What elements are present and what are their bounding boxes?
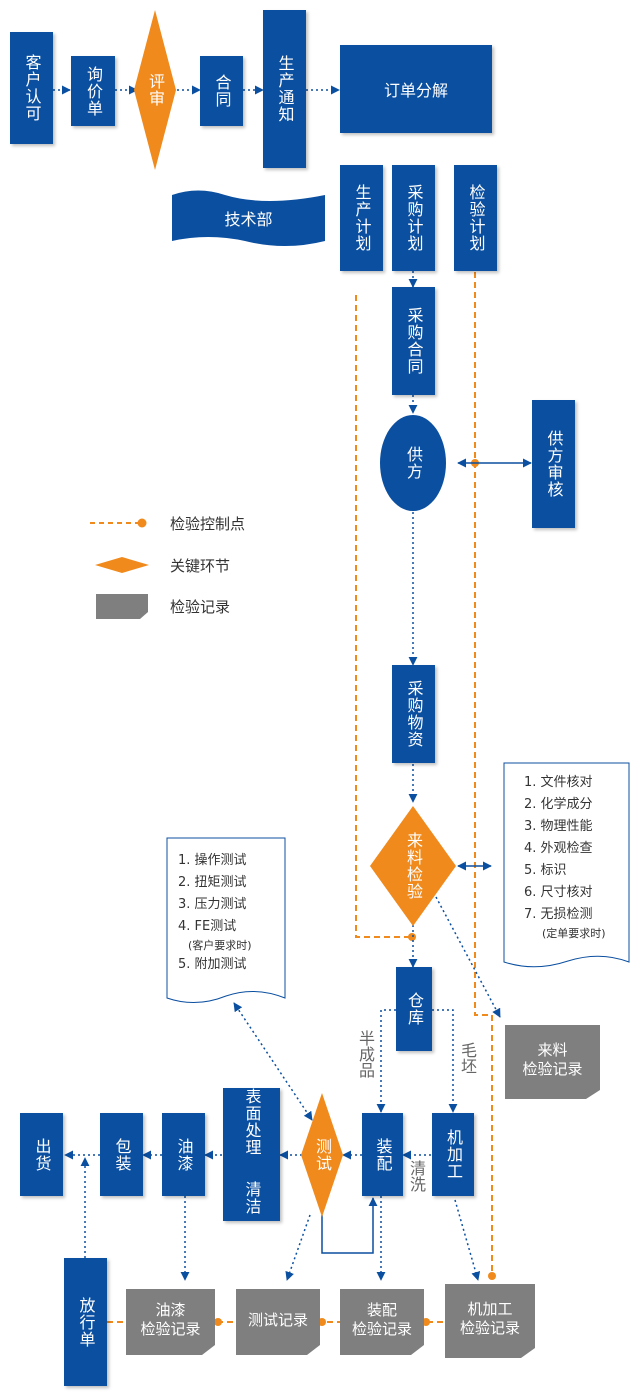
flow-arrows <box>53 85 501 1281</box>
production-notice-label: 生产通知 <box>275 55 295 123</box>
incoming-item-4: 4. 外观检查 <box>524 841 593 856</box>
test-item-1: 1. 操作测试 <box>178 853 247 868</box>
customer-approval-box: 客户认可 <box>10 32 53 144</box>
arrow-warehouse-machining <box>432 1009 458 1113</box>
control-point-painting-record <box>214 1318 222 1326</box>
purchase-contract-box: 采购合同 <box>392 287 435 395</box>
incoming-items-list: 1. 文件核对 2. 化学成分 3. 物理性能 4. 外观检查 5. 标识 6.… <box>524 772 606 942</box>
inspection-plan-control-line <box>474 272 493 1272</box>
order-breakdown-box: 订单分解 <box>340 45 492 133</box>
warehouse-box: 仓库 <box>396 967 432 1051</box>
inquiry-box: 询价单 <box>71 56 115 126</box>
test-item-4: 4. FE测试 <box>178 919 237 934</box>
inspection-plan-box: 检验计划 <box>454 165 497 271</box>
assembly-label: 装配 <box>373 1137 393 1172</box>
purchased-materials-box: 采购物资 <box>392 665 435 763</box>
supplier-audit-box: 供方审核 <box>532 400 575 528</box>
release-note-label: 放行单 <box>76 1296 96 1348</box>
machining-box: 机加工 <box>432 1113 474 1196</box>
incoming-item-6: 6. 尺寸核对 <box>524 885 593 900</box>
semi-finished-label: 半成品 <box>356 1030 375 1078</box>
incoming-record-shape <box>505 1025 600 1099</box>
incoming-item-1: 1. 文件核对 <box>524 775 593 790</box>
production-plan-label: 生产计划 <box>352 184 372 252</box>
painting-label: 油漆 <box>174 1137 194 1172</box>
arrow-test-record <box>285 1214 311 1281</box>
packing-box: 包装 <box>100 1113 143 1196</box>
legend-control-dot <box>137 518 147 528</box>
machining-record-shape <box>445 1284 535 1358</box>
surface-treatment-box: 表面处理 清洁 <box>223 1088 280 1221</box>
legend-record-shape <box>96 594 148 619</box>
shipping-label: 出货 <box>32 1137 52 1172</box>
legend-control-point-label: 检验控制点 <box>170 515 246 533</box>
purchase-plan-box: 采购计划 <box>392 165 435 271</box>
assembly-box: 装配 <box>362 1113 403 1196</box>
painting-box: 油漆 <box>162 1113 205 1196</box>
arrow-machining-record <box>454 1199 481 1281</box>
supplier-audit-label: 供方审核 <box>544 430 564 498</box>
inquiry-label: 询价单 <box>84 65 103 117</box>
assembly-record-shape <box>340 1289 424 1355</box>
arrow-test-loop-assembly <box>321 1197 378 1254</box>
arrow-test-items <box>233 1002 313 1121</box>
production-plan-control-line <box>355 295 412 938</box>
machining-label: 机加工 <box>444 1129 463 1180</box>
test-diamond <box>301 1093 343 1217</box>
incoming-item-7-note: (定单要求时) <box>542 927 606 940</box>
solid-arrows <box>321 458 532 1254</box>
customer-approval-label: 客户认可 <box>22 54 42 122</box>
incoming-items-doc <box>503 762 630 968</box>
purchase-plan-label: 采购计划 <box>404 184 424 252</box>
cleaning-label: 清洗 <box>407 1160 426 1192</box>
contract-box: 合同 <box>200 56 243 126</box>
purchase-contract-label: 采购合同 <box>404 307 424 375</box>
arrow-warehouse-assembly <box>376 1009 396 1113</box>
supplier-ellipse <box>380 415 446 511</box>
blank-label: 毛坯 <box>458 1042 477 1074</box>
incoming-item-7: 7. 无损检测 <box>524 907 593 922</box>
legend-key-step-label: 关键环节 <box>170 557 231 575</box>
production-plan-box: 生产计划 <box>340 165 383 271</box>
packing-label: 包装 <box>112 1137 132 1172</box>
incoming-inspection-diamond <box>370 806 456 926</box>
shipping-box: 出货 <box>20 1113 63 1196</box>
control-point-machining <box>488 1272 496 1280</box>
control-point-incoming <box>408 933 416 941</box>
test-record-shape <box>236 1289 320 1355</box>
test-item-5: 5. 附加测试 <box>178 957 247 972</box>
order-breakdown-label: 订单分解 <box>383 81 448 100</box>
incoming-item-2: 2. 化学成分 <box>524 797 593 812</box>
review-diamond <box>134 10 176 170</box>
release-note-box: 放行单 <box>64 1258 107 1386</box>
legend-record-label: 检验记录 <box>170 598 231 616</box>
painting-record-shape <box>126 1289 215 1355</box>
contract-label: 合同 <box>212 74 232 108</box>
arrow-incoming-record <box>435 896 501 1018</box>
inspection-plan-label: 检验计划 <box>466 184 486 252</box>
tech-dept-banner <box>172 190 325 246</box>
test-items-list: 1. 操作测试 2. 扭矩测试 3. 压力测试 4. FE测试 (客户要求时) … <box>178 850 252 976</box>
incoming-item-5: 5. 标识 <box>524 863 567 878</box>
test-item-2: 2. 扭矩测试 <box>178 875 247 890</box>
warehouse-label: 仓库 <box>405 992 424 1026</box>
gray-records <box>96 594 600 1358</box>
test-item-4-note: (客户要求时) <box>188 939 252 952</box>
purchased-materials-label: 采购物资 <box>404 680 424 748</box>
test-items-doc <box>166 837 286 1003</box>
production-notice-box: 生产通知 <box>263 10 306 168</box>
surface-treatment-label: 表面处理 <box>242 1088 262 1156</box>
test-item-3: 3. 压力测试 <box>178 897 247 912</box>
surface-cleaning-label: 清洁 <box>242 1181 262 1215</box>
legend-key-diamond <box>95 557 149 573</box>
incoming-item-3: 3. 物理性能 <box>524 819 593 834</box>
